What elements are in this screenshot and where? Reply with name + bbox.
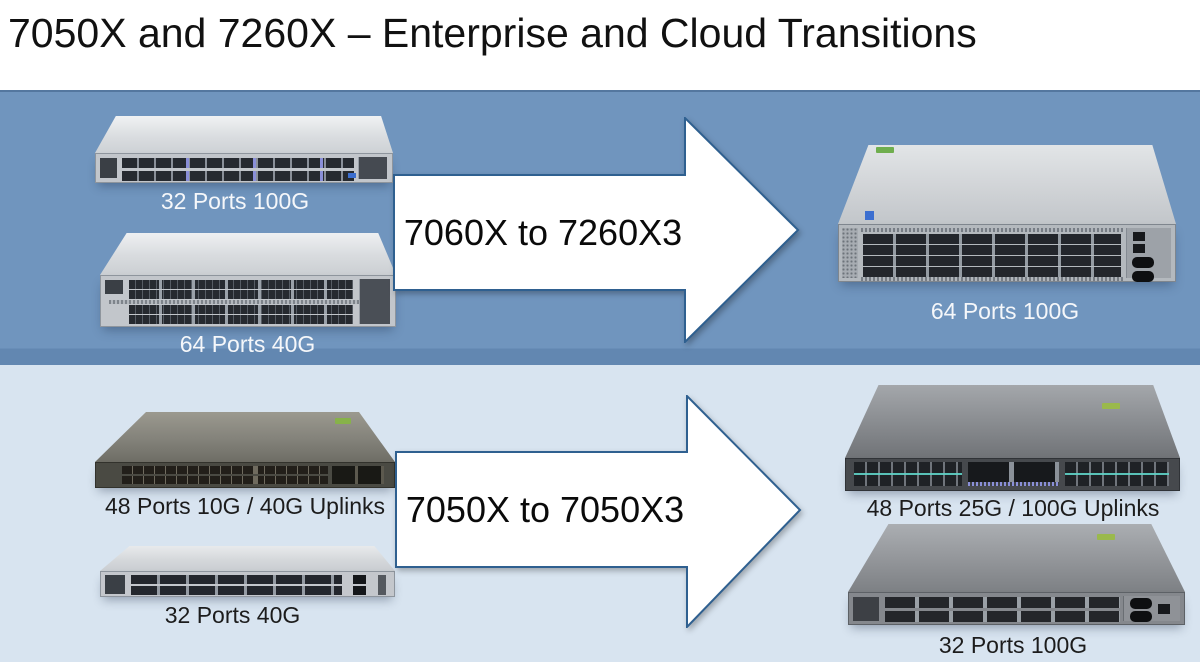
port-row <box>863 256 1121 266</box>
port-row <box>131 575 342 584</box>
arrow-shape <box>393 117 800 343</box>
port-row <box>885 597 1120 608</box>
switch-top-surface <box>100 546 395 571</box>
brand-logo <box>348 173 356 178</box>
rj45-port <box>1132 271 1154 282</box>
management-panel <box>358 157 387 179</box>
switch-top-surface <box>95 116 393 153</box>
management-panel <box>853 597 879 621</box>
vent-strip <box>861 277 1123 281</box>
transition-arrow-7060x-to-7260x3: 7060X to 7260X3 <box>393 117 800 343</box>
switch-image-32-ports-40g <box>100 546 395 597</box>
asset-sticker <box>876 147 894 153</box>
uplink-port <box>1158 604 1170 614</box>
switch-label-64-ports-100g: 64 Ports 100G <box>930 298 1080 324</box>
port-row <box>129 305 353 314</box>
port-row <box>129 280 353 289</box>
arrow-label: 7060X to 7260X3 <box>403 212 683 253</box>
management-panel <box>100 158 117 178</box>
asset-sticker <box>1097 534 1115 540</box>
switch-label-48-ports-25g: 48 Ports 25G / 100G Uplinks <box>866 495 1160 521</box>
port-row <box>863 267 1121 277</box>
vent-column <box>378 575 386 595</box>
switch-image-64-ports-40g <box>100 233 396 327</box>
port-row <box>122 158 354 168</box>
slide-title: 7050X and 7260X – Enterprise and Cloud T… <box>8 10 977 56</box>
port-row <box>122 476 328 484</box>
uplink-ports <box>332 466 384 484</box>
port-row <box>863 234 1121 244</box>
brand-logo <box>865 211 874 220</box>
asset-sticker <box>335 418 351 424</box>
management-panel <box>1126 228 1171 282</box>
port-row <box>129 290 353 299</box>
switch-front-panel <box>95 462 395 488</box>
switch-front-panel <box>95 153 393 183</box>
arrow-label: 7050X to 7050X3 <box>405 489 685 530</box>
switch-image-48-ports-25g <box>845 385 1180 491</box>
port-row <box>885 611 1120 622</box>
vent-strip <box>109 300 387 304</box>
rj45-port <box>1130 611 1152 622</box>
rj45-port <box>353 586 366 595</box>
management-panel <box>1123 596 1180 622</box>
switch-image-48-ports-10g <box>95 412 395 488</box>
switch-label-32-ports-40g: 32 Ports 40G <box>164 602 301 628</box>
port-row <box>129 315 353 324</box>
rj45-port <box>1132 257 1154 268</box>
switch-top-surface <box>95 412 395 462</box>
switch-image-32-ports-100g-new <box>848 524 1185 625</box>
vent-strip <box>968 482 1059 486</box>
vent-strip <box>861 228 1123 232</box>
switch-label-64-ports-40g: 64 Ports 40G <box>179 331 316 357</box>
arrow-shape <box>395 395 802 628</box>
switch-label-32-ports-100g-old: 32 Ports 100G <box>160 188 310 214</box>
rj45-port <box>353 575 366 584</box>
switch-top-surface <box>845 385 1180 458</box>
switch-label-32-ports-100g-new: 32 Ports 100G <box>938 632 1088 658</box>
management-panel <box>105 575 125 594</box>
sfp-port-bank <box>854 462 962 486</box>
switch-front-panel <box>845 458 1180 491</box>
switch-top-surface <box>100 233 396 275</box>
switch-image-32-ports-100g-old <box>95 116 393 183</box>
switch-image-64-ports-100g <box>838 145 1176 282</box>
rj45-port <box>1130 598 1152 609</box>
asset-sticker <box>1102 403 1120 409</box>
management-panel <box>105 280 123 294</box>
port-row <box>131 586 342 595</box>
port-row <box>122 171 354 181</box>
vent-column <box>842 228 858 278</box>
port-row <box>863 245 1121 255</box>
transition-arrow-7050x-to-7050x3: 7050X to 7050X3 <box>395 395 802 628</box>
sfp-port-bank <box>1065 462 1169 486</box>
uplink-ports <box>968 462 1059 482</box>
switch-front-panel <box>100 275 396 327</box>
switch-front-panel <box>848 592 1185 625</box>
uplink-port <box>1133 232 1145 241</box>
uplink-port <box>1133 244 1145 253</box>
management-panel <box>359 279 390 324</box>
switch-label-48-ports-10g: 48 Ports 10G / 40G Uplinks <box>105 493 385 519</box>
port-row <box>122 466 328 474</box>
switch-top-surface <box>848 524 1185 592</box>
switch-front-panel <box>100 571 395 597</box>
switch-top-surface <box>838 145 1176 224</box>
switch-front-panel <box>838 211 1176 282</box>
